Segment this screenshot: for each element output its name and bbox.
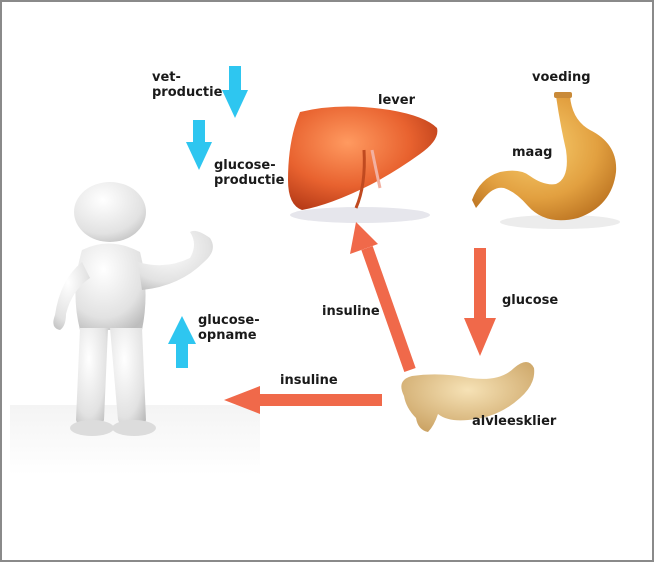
red-arrow-glucose-down	[464, 248, 496, 356]
label-vet-line1: vet-	[152, 70, 181, 85]
label-glucose-opname-line1: glucose-	[198, 313, 260, 328]
label-vet-line2: productie	[152, 85, 223, 100]
label-lever: lever	[378, 93, 415, 108]
label-vet-productie: vet- productie	[152, 70, 222, 100]
label-maag: maag	[512, 145, 553, 160]
liver-organ	[288, 106, 438, 223]
stomach-organ	[472, 92, 620, 229]
pancreas-organ	[401, 362, 535, 432]
label-glucose-productie-line2: productie	[214, 173, 285, 188]
label-insuline-body: insuline	[280, 373, 338, 388]
label-glucose-productie-line1: glucose-	[214, 158, 276, 173]
blue-arrow-vet	[222, 66, 248, 118]
human-figure	[53, 182, 213, 436]
label-glucose-productie: glucose- productie	[214, 158, 284, 188]
label-glucose: glucose	[502, 293, 559, 308]
red-arrow-insuline-to-body	[224, 386, 382, 414]
label-voeding: voeding	[532, 70, 591, 85]
blue-arrow-glucose-opname	[168, 316, 196, 368]
red-arrow-insuline-to-liver	[350, 222, 416, 372]
label-alvleesklier: alvleesklier	[472, 414, 557, 429]
blue-arrow-glucose-productie	[186, 120, 212, 170]
label-glucose-opname-line2: opname	[198, 328, 257, 343]
label-insuline-liver: insuline	[322, 304, 380, 319]
label-glucose-opname: glucose- opname	[198, 313, 260, 343]
